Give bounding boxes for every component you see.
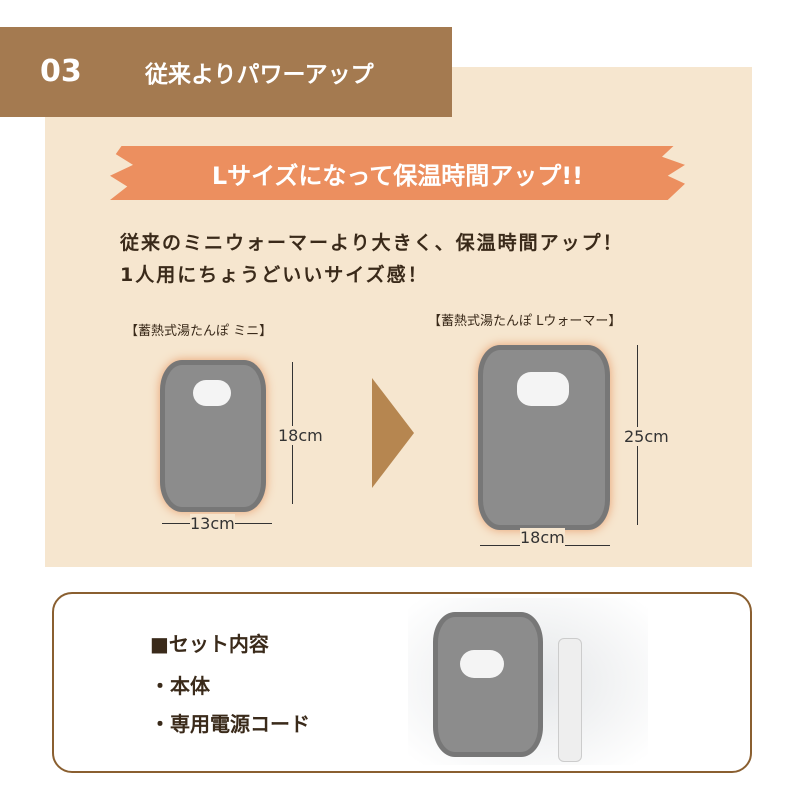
- mini-height: 18cm: [278, 426, 323, 445]
- set-title: ■セット内容: [150, 632, 269, 656]
- mini-label: 【蓄熱式湯たんぽ ミニ】: [125, 324, 273, 339]
- headline-banner: Lサイズになって保温時間アップ!!: [110, 146, 685, 200]
- large-window: [517, 372, 569, 406]
- lead-line-2: 1人用にちょうどいいサイズ感！: [120, 264, 429, 286]
- power-cord-image: [558, 638, 582, 762]
- set-item: ・専用電源コード: [150, 712, 310, 736]
- mini-width: 13cm: [190, 514, 235, 533]
- arrow-right-icon: [372, 378, 414, 488]
- section-title: 従来よりパワーアップ: [145, 62, 374, 88]
- set-item: ・本体: [150, 674, 210, 698]
- large-height: 25cm: [624, 427, 669, 446]
- large-width: 18cm: [520, 528, 565, 547]
- photo-window: [460, 650, 504, 678]
- content-panel: [45, 67, 752, 567]
- section-header: [0, 27, 452, 117]
- product-photo: [408, 598, 648, 765]
- section-number: 03: [40, 54, 82, 89]
- large-label: 【蓄熱式湯たんぽ Lウォーマー】: [428, 314, 622, 329]
- mini-window: [193, 380, 231, 406]
- lead-line-1: 従来のミニウォーマーより大きく、保温時間アップ！: [120, 232, 624, 254]
- set-contents-box: [52, 592, 752, 773]
- photo-warmer: [433, 612, 543, 757]
